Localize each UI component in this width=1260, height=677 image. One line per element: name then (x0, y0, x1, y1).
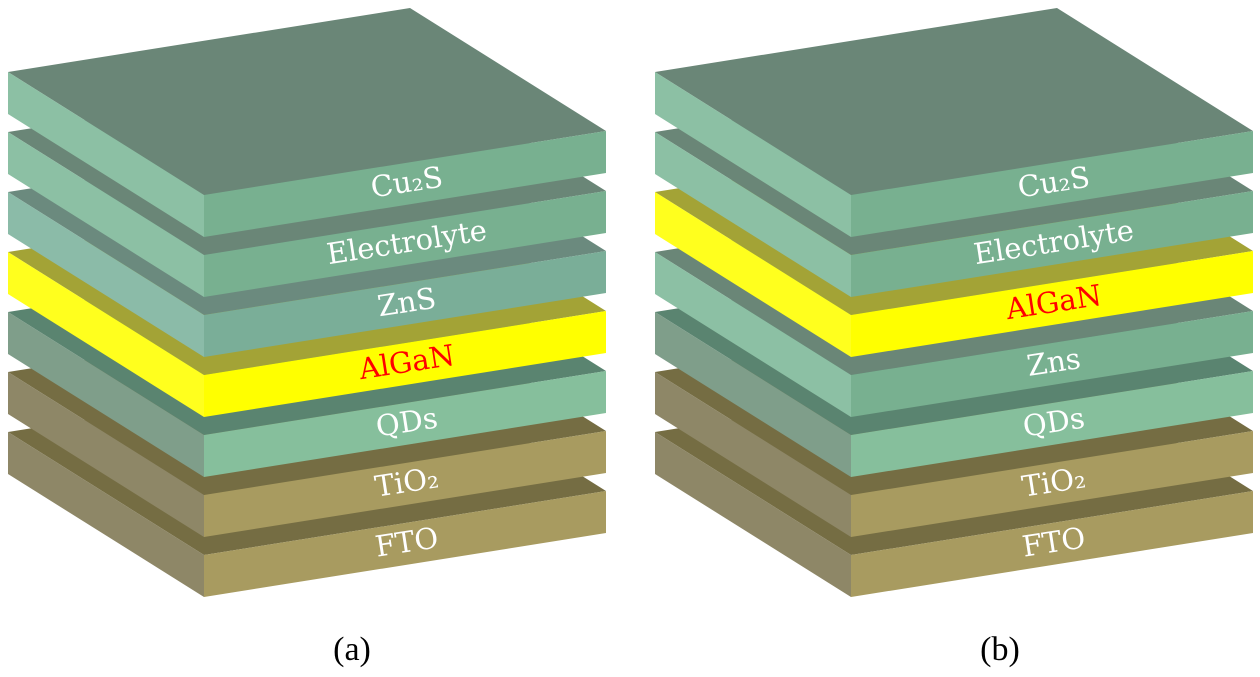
layer-left-face (655, 312, 851, 477)
layer-front-face (204, 491, 606, 597)
layer-left-face (655, 72, 851, 237)
layer-cus: Cu₂S (8, 8, 606, 237)
layer-front-face (851, 491, 1253, 597)
caption-b: (b) (980, 631, 1020, 668)
layer-top-face (8, 8, 606, 195)
layer-left-face (655, 192, 851, 357)
layer-label: Zns (1025, 341, 1083, 383)
layer-left-face (8, 192, 204, 357)
layer-front-face (851, 131, 1253, 237)
layer-left-face (8, 252, 204, 417)
layer-front-face (851, 431, 1253, 537)
caption-a: (a) (333, 631, 371, 668)
layer-left-face (655, 372, 851, 537)
layer-front-face (204, 251, 606, 357)
layer-top-face (655, 8, 1253, 195)
layer-front-face (851, 371, 1253, 477)
layer-front-face (851, 191, 1253, 297)
layer-left-face (8, 432, 204, 597)
layer-left-face (8, 72, 204, 237)
layer-front-face (851, 251, 1253, 357)
layer-left-face (8, 312, 204, 477)
layer-left-face (655, 432, 851, 597)
layer-left-face (8, 372, 204, 537)
layer-left-face (655, 132, 851, 297)
layer-left-face (8, 132, 204, 297)
layer-cus: Cu₂S (655, 8, 1253, 237)
layer-front-face (204, 371, 606, 477)
layer-left-face (655, 252, 851, 417)
layer-front-face (204, 311, 606, 417)
layer-front-face (851, 311, 1253, 417)
layer-front-face (204, 131, 606, 237)
layer-front-face (204, 191, 606, 297)
layer-front-face (204, 431, 606, 537)
